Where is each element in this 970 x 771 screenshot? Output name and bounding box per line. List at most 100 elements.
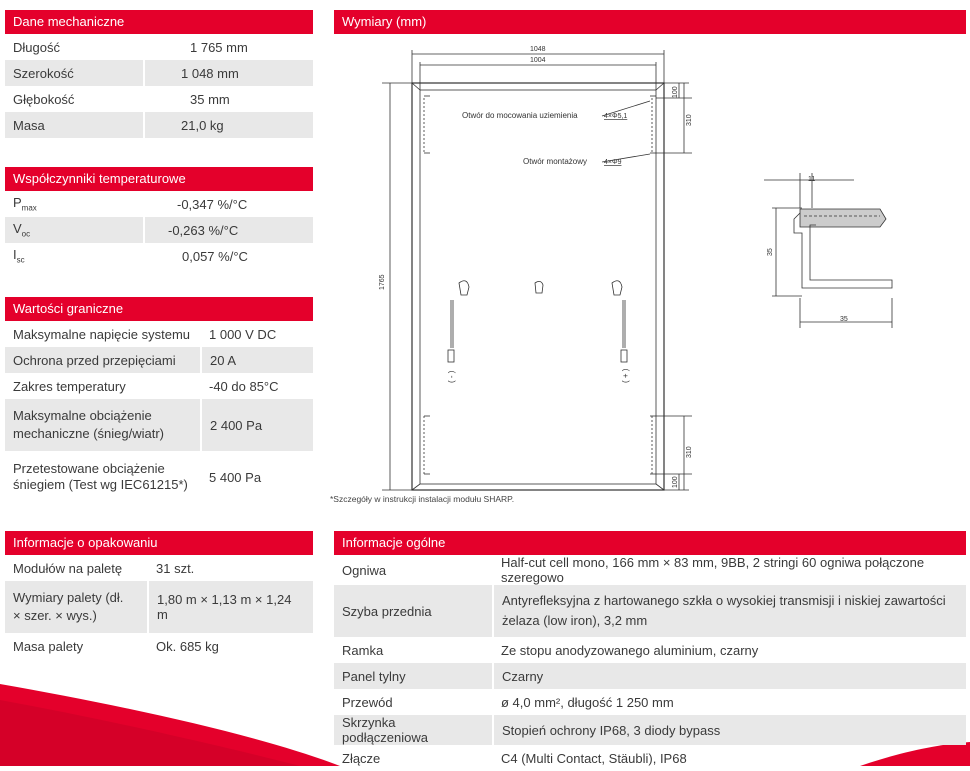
dim-100-top: 100 <box>672 86 679 98</box>
limit-values-table: Maksymalne napięcie systemu 1 000 V DC O… <box>5 321 313 503</box>
label-sub: oc <box>21 229 31 239</box>
row-label: Zakres temperatury <box>13 378 126 394</box>
table-row: Maksymalne obciążenie mechaniczne (śnieg… <box>5 399 313 451</box>
row-label: Szerokość <box>5 60 144 86</box>
limit-values-panel: Wartości graniczne Maksymalne napięcie s… <box>5 297 313 503</box>
table-row: Panel tylny Czarny <box>334 663 966 689</box>
junction-box-center <box>534 281 544 294</box>
table-row: Szyba przednia Antyrefleksyjna z hartowa… <box>334 585 966 637</box>
installation-note: *Szczegóły w instrukcji instalacji moduł… <box>330 494 515 504</box>
table-row: Ogniwa Half-cut cell mono, 166 mm × 83 m… <box>334 555 966 585</box>
row-value: Half-cut cell mono, 166 mm × 83 mm, 9BB,… <box>501 555 925 585</box>
row-value: -0,347 %/°C <box>177 196 248 212</box>
row-value: 1 765 mm <box>190 39 248 55</box>
row-label: Szyba przednia <box>334 585 493 637</box>
dimensions-panel: Wymiary (mm) <box>334 10 966 34</box>
row-value: 1 000 V DC <box>209 326 277 342</box>
row-value: 20 A <box>200 347 313 373</box>
row-label: Wymiary palety (dł. × szer. × wys.) <box>5 581 148 633</box>
row-label: Przetestowane obciążenie śniegiem (Test … <box>13 461 188 492</box>
module-inner-outline <box>419 89 657 485</box>
dim-310-top: 310 <box>686 114 693 126</box>
negative-terminal-label: ( - ) <box>447 370 456 383</box>
label-main: V <box>13 221 22 237</box>
packaging-info-title: Informacje o opakowaniu <box>5 531 313 555</box>
dimensions-title: Wymiary (mm) <box>334 10 966 34</box>
row-label: Przewód <box>342 694 393 710</box>
row-label: Pmax <box>5 191 144 217</box>
row-value: 1,80 m × 1,13 m × 1,24 m <box>147 581 313 633</box>
row-value: ø 4,0 mm², długość 1 250 mm <box>501 694 674 710</box>
table-row: Masa palety Ok. 685 kg <box>5 633 313 659</box>
dim-height: 1765 <box>379 274 386 290</box>
dim-width-inner: 1004 <box>530 57 546 64</box>
row-label: Głębokość <box>13 91 75 107</box>
table-row: Wymiary palety (dł. × szer. × wys.) 1,80… <box>5 581 313 633</box>
junction-box-left <box>458 280 470 296</box>
table-row: Szerokość 1 048 mm <box>5 60 313 86</box>
label-sub: max <box>21 203 37 213</box>
row-label: Masa <box>5 112 144 138</box>
table-row: Isc 0,057 %/°C <box>5 243 313 269</box>
general-info-table: Ogniwa Half-cut cell mono, 166 mm × 83 m… <box>334 555 966 771</box>
connector-left <box>447 349 455 363</box>
row-value: -0,263 %/°C <box>143 217 313 243</box>
row-value: Ze stopu anodyzowanego aluminium, czarny <box>501 642 759 658</box>
module-outline <box>411 82 665 491</box>
row-label: Voc <box>5 217 144 243</box>
row-value: Czarny <box>492 663 966 689</box>
table-row: Masa 21,0 kg <box>5 112 313 138</box>
row-label: Złącze <box>342 750 381 766</box>
positive-terminal-label: ( + ) <box>621 368 630 383</box>
row-value: 5 400 Pa <box>209 469 262 485</box>
row-value: 35 mm <box>190 91 230 107</box>
label-sub: sc <box>16 255 25 265</box>
row-label: Skrzynka podłączeniowa <box>334 715 493 745</box>
mechanical-data-title: Dane mechaniczne <box>5 10 313 34</box>
mounting-hole-spec: 4×Φ9 <box>604 159 622 166</box>
label-main: P <box>13 195 22 211</box>
mounting-hole-label: Otwór montażowy <box>523 157 587 166</box>
dim-frame-35-vertical: 35 <box>767 248 774 256</box>
row-value: 2 400 Pa <box>200 399 313 451</box>
grounding-hole-label: Otwór do mocowania uziemienia <box>462 111 578 120</box>
row-value: 31 szt. <box>156 560 195 576</box>
row-label: Masa palety <box>13 638 84 654</box>
table-row: Pmax -0,347 %/°C <box>5 191 313 217</box>
table-row: Ochrona przed przepięciami 20 A <box>5 347 313 373</box>
dim-frame-11: 11 <box>808 176 815 183</box>
row-value: 0,057 %/°C <box>182 248 248 264</box>
row-label: Maksymalne napięcie systemu <box>13 326 191 342</box>
table-row: Złącze C4 (Multi Contact, Stäubli), IP68 <box>334 745 966 771</box>
label-main: I <box>13 247 17 263</box>
module-dimension-drawing: 1048 1004 1765 Otwór do mocowania uziemi… <box>379 46 893 491</box>
general-info-title: Informacje ogólne <box>334 531 966 555</box>
row-value: Antyrefleksyjna z hartowanego szkła o wy… <box>492 585 966 637</box>
connector-right <box>620 349 628 363</box>
table-row: Maksymalne napięcie systemu 1 000 V DC <box>5 321 313 347</box>
row-label: Maksymalne obciążenie mechaniczne (śnieg… <box>5 399 201 451</box>
row-value: 21,0 kg <box>143 112 313 138</box>
table-row: Przetestowane obciążenie śniegiem (Test … <box>5 451 313 503</box>
table-row: Modułów na paletę 31 szt. <box>5 555 313 581</box>
temperature-coefficients-table: Pmax -0,347 %/°C Voc -0,263 %/°C Isc 0,0… <box>5 191 313 269</box>
frame-cross-section <box>764 173 893 328</box>
dim-frame-35-horizontal: 35 <box>840 316 848 323</box>
row-label: Ochrona przed przepięciami <box>5 347 201 373</box>
row-label: Ramka <box>342 642 384 658</box>
table-row: Zakres temperatury -40 do 85°C <box>5 373 313 399</box>
dim-width-outer: 1048 <box>530 46 546 53</box>
row-label: Panel tylny <box>334 663 493 689</box>
row-value: Ok. 685 kg <box>156 638 219 654</box>
table-row: Przewód ø 4,0 mm², długość 1 250 mm <box>334 689 966 715</box>
row-value: Stopień ochrony IP68, 3 diody bypass <box>492 715 966 745</box>
row-label: Isc <box>5 243 144 269</box>
table-row: Voc -0,263 %/°C <box>5 217 313 243</box>
row-label: Długość <box>13 39 60 55</box>
table-row: Długość 1 765 mm <box>5 34 313 60</box>
row-value: -40 do 85°C <box>209 378 279 394</box>
temperature-coefficients-title: Współczynniki temperaturowe <box>5 167 313 191</box>
junction-box-right <box>611 280 623 296</box>
limit-values-title: Wartości graniczne <box>5 297 313 321</box>
dim-310-bottom: 310 <box>686 446 693 458</box>
